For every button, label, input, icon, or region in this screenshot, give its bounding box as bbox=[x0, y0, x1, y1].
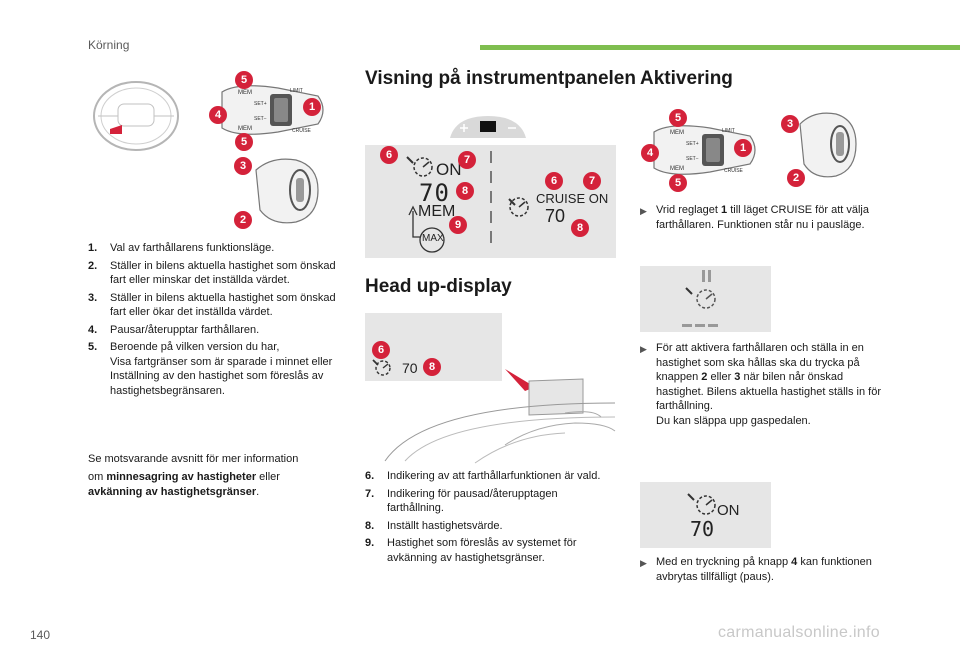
hud-illustration bbox=[372, 359, 616, 464]
callout-3: 3 bbox=[234, 157, 252, 175]
list-item: 7.Indikering för pausad/återupptagen far… bbox=[365, 487, 558, 515]
callout-2: 2 bbox=[787, 169, 805, 187]
instruction-activate: ▶ För att aktivera farthållaren och stäl… bbox=[640, 342, 882, 427]
display-speed: 70 bbox=[419, 179, 450, 207]
active-display-panel bbox=[640, 482, 771, 548]
callout-1: 1 bbox=[303, 98, 321, 116]
callout-5: 5 bbox=[669, 109, 687, 127]
page-number: 140 bbox=[30, 628, 51, 642]
see-also-paragraph: Se motsvarande avsnitt för mer informati… bbox=[88, 453, 299, 498]
callout-9: 9 bbox=[449, 216, 467, 234]
instruction-select-cruise: ▶ Vrid reglaget 1 till läget CRUISE för … bbox=[640, 204, 869, 231]
svg-text:LIMIT: LIMIT bbox=[290, 88, 303, 94]
callout-5: 5 bbox=[235, 71, 253, 89]
section-accent-bar bbox=[480, 45, 960, 50]
instrument-display-graphics bbox=[406, 151, 529, 253]
instruction-pause: ▶ Med en tryckning på knapp 4 kan funkti… bbox=[640, 556, 872, 583]
svg-text:CRUISE: CRUISE bbox=[724, 168, 744, 174]
list-item: 8.Inställt hastighetsvärde. bbox=[365, 519, 503, 532]
callout-8: 8 bbox=[423, 358, 441, 376]
svg-text:SET−: SET− bbox=[686, 156, 699, 162]
arrow-icon: ▶ bbox=[640, 206, 647, 216]
display-speed: 70 bbox=[690, 517, 715, 541]
stalk-end-illustration bbox=[255, 158, 319, 224]
section-label: Körning bbox=[88, 38, 130, 52]
cruise-stalk-illustration: MEM MEM SET+ SET− LIMIT CRUISE bbox=[653, 125, 756, 175]
paused-display-graphics bbox=[682, 270, 718, 327]
display-mem-text: MEM bbox=[418, 203, 456, 220]
hud-speed: 70 bbox=[402, 360, 418, 376]
callout-8: 8 bbox=[571, 219, 589, 237]
svg-text:SET+: SET+ bbox=[686, 141, 699, 147]
callout-5: 5 bbox=[235, 133, 253, 151]
callout-8: 8 bbox=[456, 182, 474, 200]
svg-text:LIMIT: LIMIT bbox=[722, 128, 735, 134]
instrument-cluster-icon bbox=[450, 116, 526, 138]
list-item: 2.Ställer in bilens aktuella hastighet s… bbox=[88, 259, 336, 287]
callout-4: 4 bbox=[209, 106, 227, 124]
callout-2: 2 bbox=[234, 211, 252, 229]
svg-text:MEM: MEM bbox=[238, 90, 252, 96]
cruise-stalk-illustration: MEM MEM SET+ SET− LIMIT CRUISE bbox=[221, 85, 324, 135]
watermark: carmanualsonline.info bbox=[718, 624, 880, 641]
display-on-text: ON bbox=[717, 502, 740, 519]
svg-text:SET−: SET− bbox=[254, 116, 267, 122]
list-item: 1.Val av farthållarens funktionsläge. bbox=[88, 242, 275, 254]
callout-1: 1 bbox=[734, 139, 752, 157]
svg-text:SET+: SET+ bbox=[254, 101, 267, 107]
list-item: 5.Beroende på vilken version du har, Vis… bbox=[88, 341, 333, 397]
section-title-hud: Head up-display bbox=[365, 276, 512, 297]
svg-text:MEM: MEM bbox=[238, 126, 252, 132]
list-item: 6.Indikering av att farthållarfunktionen… bbox=[365, 470, 601, 482]
svg-text:CRUISE: CRUISE bbox=[292, 128, 312, 134]
callout-7: 7 bbox=[458, 151, 476, 169]
stalk-end-illustration bbox=[799, 112, 857, 178]
callout-6: 6 bbox=[545, 172, 563, 190]
callout-6: 6 bbox=[380, 146, 398, 164]
display-cruise-text: CRUISE ON bbox=[536, 191, 609, 206]
display-on-text: ON bbox=[436, 160, 462, 179]
section-title-activation: Aktivering bbox=[640, 68, 733, 89]
svg-text:MEM: MEM bbox=[670, 166, 684, 172]
paused-display-panel bbox=[640, 266, 771, 332]
active-display-graphics bbox=[687, 493, 716, 515]
steering-wheel-illustration bbox=[93, 81, 179, 151]
callout-6: 6 bbox=[372, 341, 390, 359]
display-legend-list: 6.Indikering av att farthållarfunktionen… bbox=[365, 469, 610, 568]
arrow-icon: ▶ bbox=[640, 344, 647, 354]
display-max-text: MAX bbox=[422, 233, 444, 244]
list-item: 3.Ställer in bilens aktuella hastighet s… bbox=[88, 291, 336, 319]
callout-4: 4 bbox=[641, 144, 659, 162]
callout-5: 5 bbox=[669, 174, 687, 192]
display-cruise-speed: 70 bbox=[545, 206, 566, 226]
list-item: 9.Hastighet som föreslås av systemet för… bbox=[365, 537, 577, 564]
callout-7: 7 bbox=[583, 172, 601, 190]
list-item: 4.Pausar/återupptar farthållaren. bbox=[88, 323, 260, 336]
control-legend-list: 1.Val av farthållarens funktionsläge. 2.… bbox=[88, 241, 338, 401]
svg-text:MEM: MEM bbox=[670, 130, 684, 136]
arrow-icon: ▶ bbox=[640, 558, 647, 568]
section-title-instrument-panel: Visning på instrumentpanelen bbox=[365, 68, 636, 89]
callout-3: 3 bbox=[781, 115, 799, 133]
